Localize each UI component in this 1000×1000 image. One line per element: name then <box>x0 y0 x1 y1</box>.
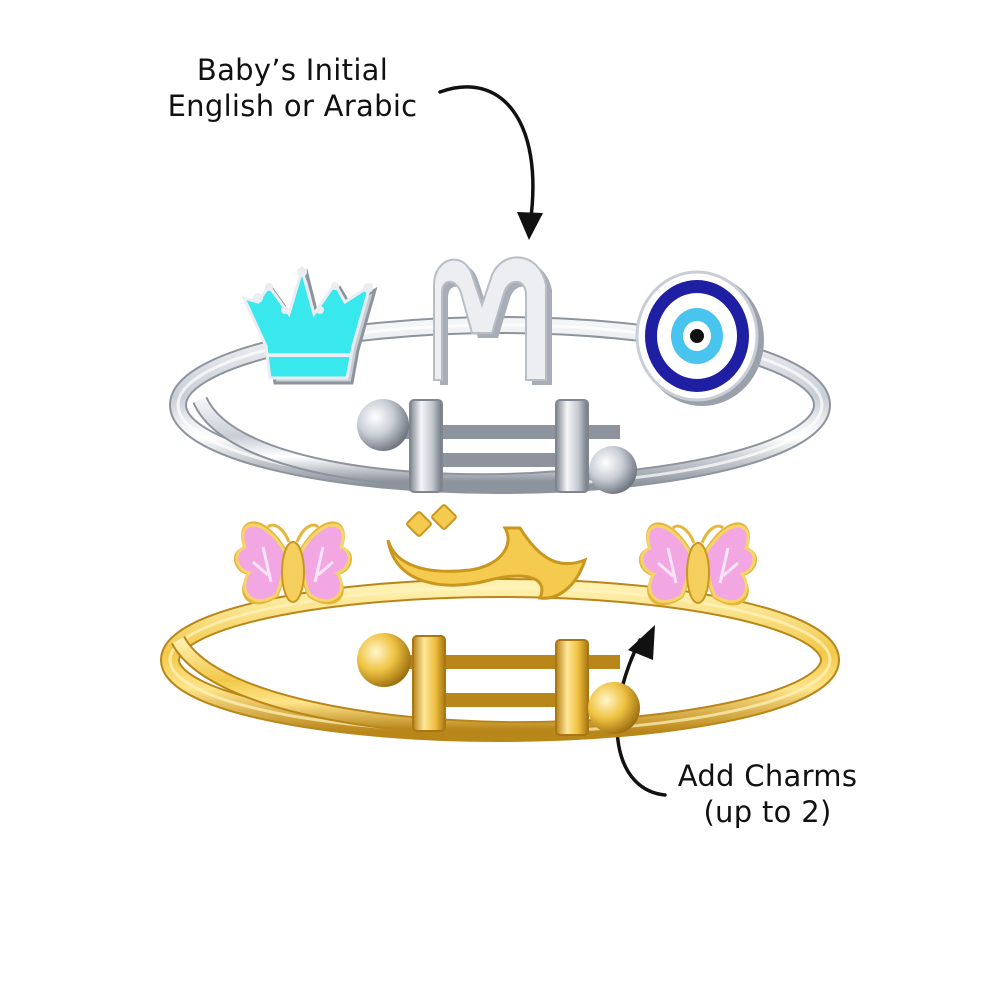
gold-clasp-left <box>412 635 446 732</box>
arrow-to-charm <box>615 625 667 797</box>
silver-end-ball-left <box>357 399 409 451</box>
gold-end-ball-left <box>357 633 411 687</box>
butterfly-icon <box>638 522 758 606</box>
gold-bangle: ت <box>0 0 840 742</box>
gold-clasp-right <box>555 639 589 736</box>
arrow-to-initial <box>438 85 543 240</box>
annotation-charms: Add Charms (up to 2) <box>660 758 875 830</box>
gold-end-ball-right <box>588 682 640 734</box>
annotation-charms-line1: Add Charms <box>677 759 858 793</box>
initial-letter-arabic: ت <box>0 0 588 600</box>
annotation-charms-line2: (up to 2) <box>703 795 832 829</box>
silver-end-ball-right <box>589 446 637 494</box>
annotation-initial-line1: Baby’s Initial <box>196 53 389 87</box>
silver-clasp-left <box>409 399 443 493</box>
initial-letter-m <box>433 256 552 385</box>
silver-clasp-right <box>555 399 589 493</box>
silver-bangle <box>169 256 831 494</box>
annotation-initial-line2: English or Arabic <box>167 89 418 123</box>
crown-icon <box>241 264 378 385</box>
butterfly-icon <box>233 521 353 605</box>
evil-eye-icon <box>635 270 764 406</box>
annotation-initial: Baby’s Initial English or Arabic <box>160 52 425 124</box>
initial-letter-arabic-text: ت <box>0 0 1 1</box>
